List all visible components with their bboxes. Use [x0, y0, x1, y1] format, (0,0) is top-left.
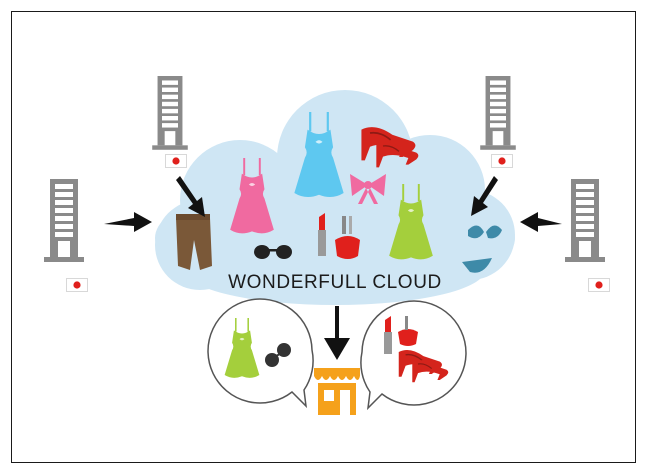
building-top-left	[152, 76, 188, 168]
arrow-down-out	[324, 306, 350, 360]
ribbon-icon	[350, 174, 386, 204]
arrow-top-right-in	[471, 176, 498, 216]
bikini-icon	[462, 225, 502, 273]
speech-bubble-right	[360, 300, 467, 411]
pants-icon	[176, 214, 212, 270]
building-top-right	[480, 76, 516, 168]
sunglasses-icon	[265, 343, 291, 367]
building-icon	[152, 76, 188, 150]
arrow-left-in	[104, 212, 152, 232]
arrow-right-in	[520, 212, 562, 232]
cloud-label: WONDERFULL CLOUD	[228, 272, 442, 293]
japan-flag-icon	[491, 154, 513, 168]
lipstick-icon	[384, 316, 392, 354]
shop-icon	[314, 368, 360, 415]
lipstick-icon	[318, 213, 326, 256]
building-icon	[565, 179, 605, 262]
building-left	[44, 179, 88, 292]
sunglasses-icon	[254, 245, 292, 259]
japan-flag-icon	[588, 278, 610, 292]
japan-flag-icon	[66, 278, 88, 292]
speech-bubble-left	[207, 298, 314, 409]
japan-flag-icon	[165, 154, 187, 168]
cosmetic-jar-icon	[335, 216, 360, 259]
building-icon	[480, 76, 516, 150]
arrow-top-left-in	[176, 176, 205, 217]
cosmetic-jar-icon	[398, 316, 418, 346]
building-icon	[44, 179, 84, 262]
building-right	[565, 179, 610, 292]
